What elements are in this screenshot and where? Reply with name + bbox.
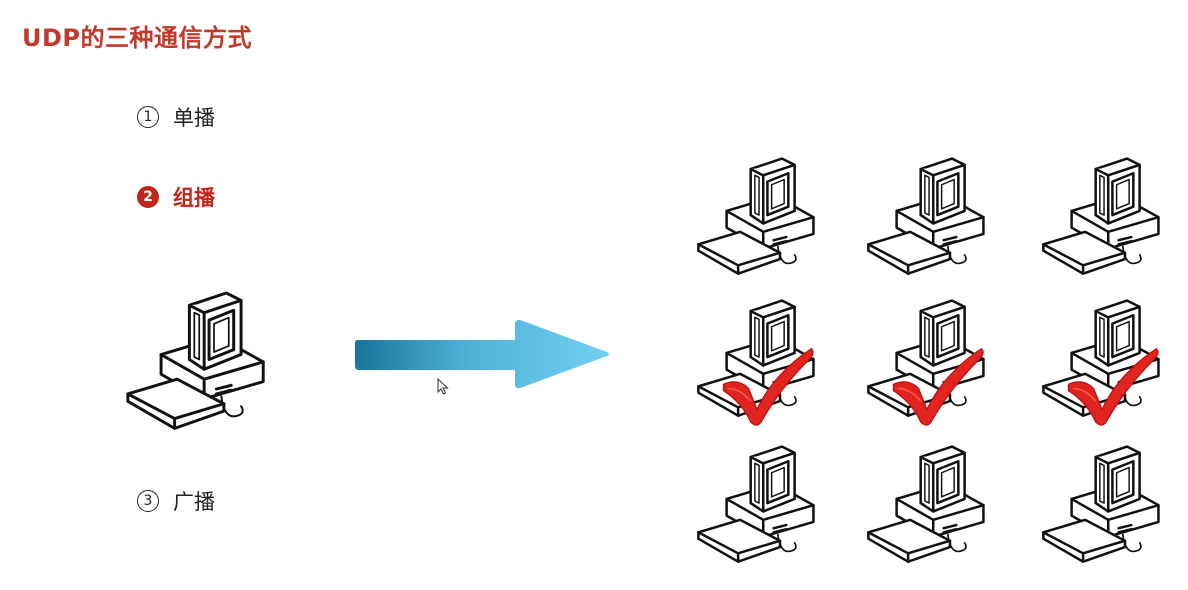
receiver-computer-icon [697, 299, 815, 426]
receiver-computer-icon [697, 157, 815, 275]
mode-number: 3 [137, 490, 159, 512]
mode-label: 单播 [173, 106, 215, 130]
page-title: UDP的三种通信方式 [22, 24, 252, 52]
receiver-computer-icon [867, 157, 985, 275]
mode-label: 广播 [173, 490, 215, 514]
receiver-computer-icon [867, 445, 985, 563]
mode-number: 2 [137, 186, 159, 208]
receiver-computer-icon [697, 445, 815, 563]
receiver-computer-icon [1042, 299, 1160, 426]
mode-broadcast: 3 广播 [137, 486, 215, 516]
arrow-right-icon [355, 319, 609, 389]
receiver-computer-icon [1042, 445, 1160, 563]
mode-label: 组播 [173, 186, 215, 210]
cursor-icon [437, 378, 449, 395]
mode-multicast: 2 组播 [137, 182, 215, 212]
receiver-computer-icon [867, 299, 985, 426]
receiver-computer-icon [1042, 157, 1160, 275]
mode-number: 1 [137, 106, 159, 128]
mode-unicast: 1 单播 [137, 102, 215, 132]
sender-computer-icon [126, 291, 265, 430]
